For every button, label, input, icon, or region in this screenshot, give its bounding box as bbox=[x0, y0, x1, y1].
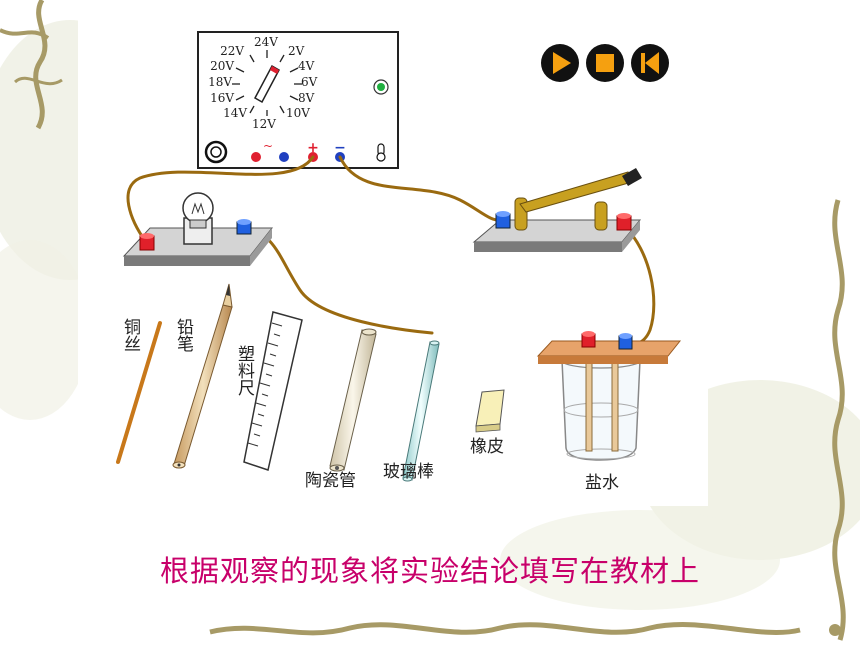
eraser-label: 橡皮 bbox=[470, 437, 504, 457]
voltage-label: 6V bbox=[301, 75, 318, 89]
red-terminal bbox=[581, 331, 596, 348]
knife-switch[interactable] bbox=[472, 168, 642, 252]
power-switch-icon[interactable] bbox=[376, 143, 386, 162]
power-supply: 24V 2V 4V 6V 8V 10V 12V 14V 16V 18V 20V … bbox=[197, 31, 399, 169]
play-icon bbox=[553, 52, 571, 74]
blue-terminal bbox=[618, 333, 633, 350]
plastic-ruler bbox=[243, 311, 303, 471]
voltage-label: 14V bbox=[223, 106, 247, 120]
ac-sign: ~ bbox=[263, 139, 273, 153]
play-button[interactable] bbox=[541, 44, 579, 82]
voltage-label: 24V bbox=[254, 35, 278, 49]
voltage-label: 18V bbox=[208, 75, 232, 89]
red-terminal bbox=[139, 233, 155, 251]
voltage-label: 12V bbox=[252, 117, 276, 131]
voltage-label: 2V bbox=[288, 44, 305, 58]
pencil bbox=[172, 283, 233, 469]
voltage-label: 10V bbox=[286, 106, 310, 120]
voltage-label: 4V bbox=[298, 59, 315, 73]
blue-terminal bbox=[495, 211, 511, 229]
plastic-ruler-label: 塑料尺 bbox=[234, 345, 255, 396]
pencil-label: 铅笔 bbox=[173, 318, 194, 352]
instruction-caption: 根据观察的现象将实验结论填写在教材上 bbox=[159, 554, 700, 588]
ceramic-tube bbox=[329, 328, 377, 472]
stop-icon bbox=[596, 54, 614, 72]
voltage-label: 22V bbox=[220, 44, 244, 58]
copper-wire bbox=[116, 321, 162, 464]
ceramic-tube-label: 陶瓷管 bbox=[305, 471, 356, 491]
power-socket bbox=[204, 140, 228, 164]
ruler-ticks bbox=[247, 322, 283, 447]
salt-water-beaker bbox=[536, 331, 682, 461]
stop-button[interactable] bbox=[586, 44, 624, 82]
voltage-label: 20V bbox=[210, 59, 234, 73]
ac-terminal-blue bbox=[279, 152, 289, 162]
eraser bbox=[475, 389, 505, 433]
minus-sign: − bbox=[334, 140, 346, 156]
plus-sign: + bbox=[307, 140, 319, 156]
rewind-button[interactable] bbox=[631, 44, 669, 82]
wire bbox=[126, 155, 315, 244]
blue-terminal bbox=[236, 219, 252, 235]
voltage-label: 8V bbox=[298, 91, 315, 105]
ac-terminal-red bbox=[251, 152, 261, 162]
glass-rod bbox=[402, 340, 440, 482]
bulb-board bbox=[122, 192, 274, 266]
red-terminal bbox=[616, 213, 632, 231]
wire bbox=[338, 155, 504, 222]
voltage-label: 16V bbox=[210, 91, 234, 105]
skip-back-icon bbox=[641, 52, 659, 74]
copper-wire-label: 铜丝 bbox=[120, 318, 141, 352]
light-bulb bbox=[182, 192, 214, 245]
glass-rod-label: 玻璃棒 bbox=[383, 462, 434, 482]
salt-water-label: 盐水 bbox=[585, 473, 619, 493]
